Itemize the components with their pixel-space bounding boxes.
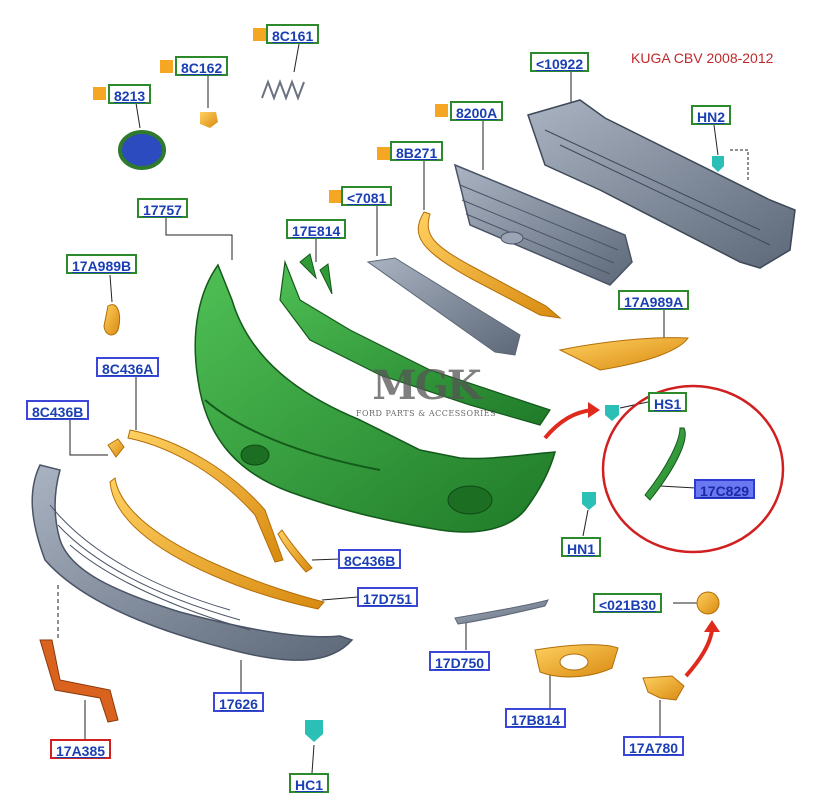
reflector-right: [558, 337, 689, 371]
leader-lines: [57, 43, 749, 774]
highlight-arrow-top: [543, 408, 593, 440]
label-hs1: HS1: [648, 392, 688, 412]
hn2-clip: [712, 156, 724, 172]
label-17b814: 17B814: [505, 708, 567, 728]
tow-hook-cover: [696, 591, 720, 615]
bumper-absorber-upper: [279, 259, 551, 426]
label-17757: 17757: [137, 198, 188, 218]
bumper-cover: [194, 263, 557, 533]
marker-square: [93, 87, 106, 100]
marker-square: [435, 104, 448, 117]
bracket-17a385: [39, 639, 119, 723]
hc1-clip: [305, 720, 323, 742]
lower-grille: [31, 464, 354, 661]
watermark-subtitle: FORD PARTS & ACCESSORIES: [355, 409, 497, 418]
label-7081: <7081: [341, 186, 393, 206]
label-17a780: 17A780: [623, 736, 685, 756]
strip-17d750: [454, 599, 549, 625]
label-8c161: 8C161: [266, 24, 320, 44]
side-trim-8c436b: [277, 529, 313, 573]
marker-square: [160, 60, 173, 73]
grille-trim-strip: [417, 211, 562, 319]
diagram-title: KUGA CBV 2008-2012: [631, 50, 774, 66]
highlight-circle: [601, 384, 785, 554]
label-021b30: <021B30: [593, 593, 663, 613]
label-hn2: HN2: [691, 105, 732, 125]
small-clip-8c436b: [107, 438, 125, 458]
label-hn1: HN1: [561, 537, 602, 557]
emblem-badge: [118, 130, 166, 170]
bracket-strip-17c829: [644, 427, 686, 501]
hn1-clip: [582, 492, 596, 510]
watermark-logo: MGK: [372, 362, 481, 409]
watermark: MGK FORD PARTS & ACCESSORIES: [346, 362, 506, 418]
label-8c436b-top: 8C436B: [26, 400, 90, 420]
marker-square: [377, 147, 390, 160]
marker-square: [253, 28, 266, 41]
label-17626: 17626: [213, 692, 264, 712]
hs1-clip: [605, 405, 619, 421]
clip-part: [200, 112, 218, 128]
label-17a385: 17A385: [50, 739, 112, 759]
lower-trim-strip-a: [127, 429, 284, 563]
label-17a989a: 17A989A: [618, 290, 690, 310]
highlight-arrow-bottom: [684, 629, 714, 678]
label-8c436a: 8C436A: [96, 357, 160, 377]
upper-grey-panel: [366, 257, 521, 356]
spring-part: [261, 79, 305, 101]
marker-square: [329, 190, 342, 203]
label-10922: <10922: [530, 52, 590, 72]
lower-trim-strip-b: [109, 477, 325, 610]
label-8200a: 8200A: [450, 101, 504, 121]
label-17d751: 17D751: [357, 587, 419, 607]
label-8c436b-bottom: 8C436B: [338, 549, 402, 569]
label-8c162: 8C162: [175, 56, 229, 76]
label-17a989b: 17A989B: [66, 254, 138, 274]
label-17c829: 17C829: [694, 479, 756, 499]
label-8b271: 8B271: [390, 141, 444, 161]
label-8213: 8213: [108, 84, 152, 104]
label-17d750: 17D750: [429, 651, 491, 671]
bracket-17a780: [642, 675, 685, 701]
label-17e814: 17E814: [286, 219, 347, 239]
reflector-left: [103, 304, 121, 336]
label-hc1: HC1: [289, 773, 330, 793]
